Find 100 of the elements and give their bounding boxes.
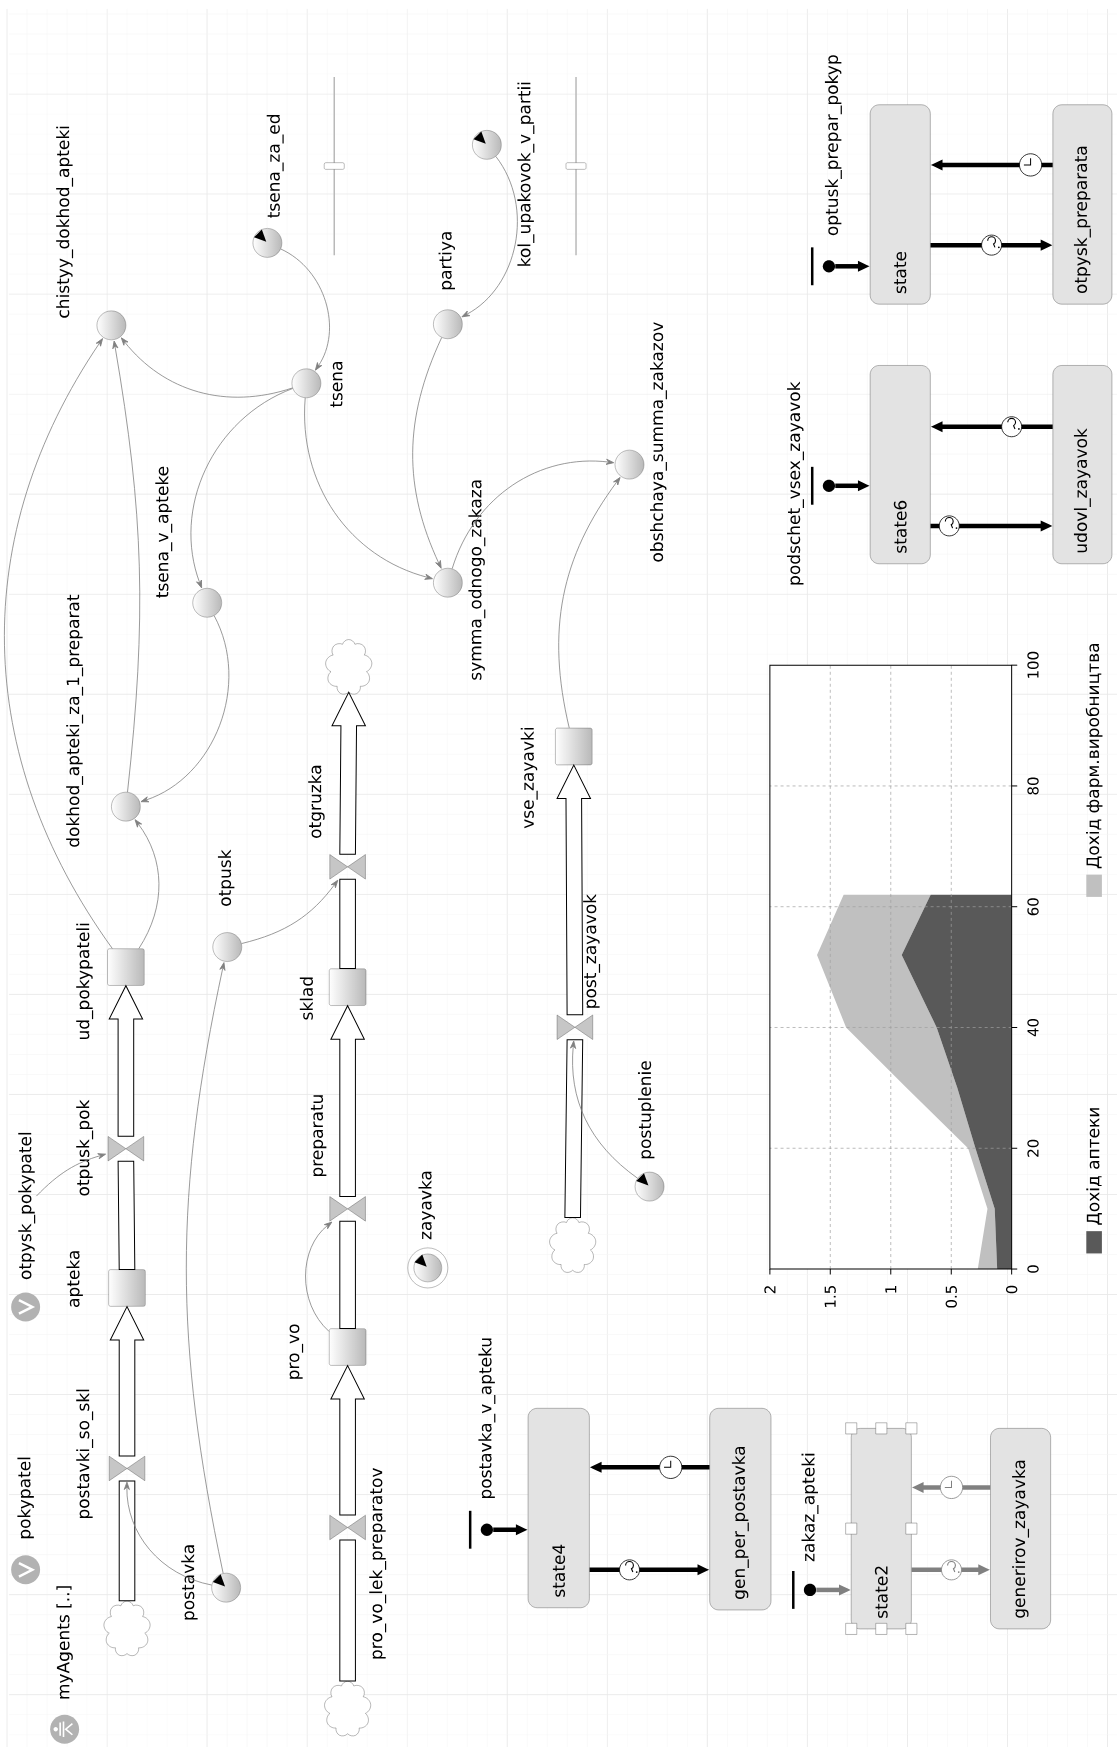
state-box: udovl_zayavok <box>1052 365 1112 564</box>
state-box: state2 <box>850 1428 912 1630</box>
flow-pipe <box>339 878 356 970</box>
node-label: tsena_za_ed <box>266 115 284 218</box>
dependency-arrow <box>569 1040 638 1179</box>
stock-box: ud_pokypateli <box>75 923 145 1040</box>
node-label: partiya <box>438 232 455 290</box>
state-box: state <box>869 104 931 305</box>
flow-pipe <box>117 1160 136 1270</box>
dependency-arrow <box>112 340 140 793</box>
dependency-arrow <box>412 337 442 569</box>
node-label: postuplenie <box>637 1061 655 1159</box>
node-label: preparatu <box>310 1095 327 1177</box>
tick-label: 1 <box>885 1286 896 1293</box>
flow-pipe <box>118 1480 136 1602</box>
dependency-arrow <box>240 879 338 944</box>
node-label: apteka <box>66 1251 83 1307</box>
entry-point: postavka_v_apteku <box>468 1338 496 1549</box>
dependency-arrow <box>3 338 113 949</box>
tick-label: 40 <box>1027 1018 1039 1037</box>
stock-box: pro_vo <box>289 1324 366 1379</box>
cloud-symbol <box>324 1681 371 1737</box>
stock-box: apteka <box>66 1251 146 1307</box>
stock-box: sklad <box>299 968 366 1020</box>
flow-valve: otpusk_pok <box>75 1099 144 1196</box>
dependency-arrow <box>185 962 226 1574</box>
stock-box: vse_zayavki <box>520 727 593 829</box>
cloud-symbol <box>549 1217 596 1273</box>
node-label: obshchaya_summa_zakazov <box>649 322 667 562</box>
dependency-arrow <box>451 458 614 570</box>
node-label: vse_zayavki <box>520 728 538 829</box>
tick-label: 80 <box>1027 777 1039 795</box>
state-box: state4 <box>527 1408 590 1608</box>
node-label: pro_vo <box>289 1324 303 1379</box>
dependency-arrow <box>190 388 293 589</box>
node-label: post_zayavok <box>582 893 600 1008</box>
flow-pipe <box>330 1005 365 1197</box>
node-label: ud_pokypateli <box>75 923 93 1040</box>
node-label: tsena_v_apteke <box>155 466 173 598</box>
state-box: otpysk_preparata <box>1052 104 1112 305</box>
tick-label: 60 <box>1027 898 1039 916</box>
tick-label: 20 <box>1027 1139 1039 1157</box>
node-label: postavka_v_apteku <box>478 1338 496 1499</box>
dependency-arrow <box>304 397 433 580</box>
node-label: dokhod_apteki_za_1_preparat <box>65 594 83 847</box>
dependency-arrow <box>120 337 293 398</box>
node-label: postavka <box>180 1545 198 1620</box>
tick-label: 2 <box>764 1286 776 1294</box>
flow-valve: postavki_so_skl <box>75 1389 145 1519</box>
flow-pipe <box>339 1220 356 1329</box>
state-box: gen_per_postavka <box>709 1408 771 1611</box>
node-label: zayavka <box>418 1171 435 1240</box>
variable-label: otpysk_pokypatel <box>18 1132 35 1280</box>
tick-label: 0 <box>1005 1285 1018 1294</box>
flow-valve: otgruzka <box>307 765 366 880</box>
tick-label: 0.5 <box>945 1286 957 1308</box>
dependency-arrow <box>123 1481 212 1586</box>
state-box: state6 <box>869 365 931 564</box>
tick-label: 100 <box>1027 651 1039 678</box>
flow-valve: post_zayavok <box>556 894 600 1040</box>
node-label: otgruzka <box>307 765 325 838</box>
dependency-arrow <box>461 156 518 318</box>
flow-pipe <box>556 764 591 1016</box>
flow-pipe <box>109 1306 144 1457</box>
state-box: generirov_zayavka <box>990 1428 1051 1630</box>
flow-pipe <box>331 691 366 855</box>
node-label: symma_odnogo_zakaza <box>468 480 486 680</box>
entry-point: zakaz_apteki <box>791 1453 819 1609</box>
dependency-arrow <box>280 248 330 371</box>
dependency-arrow <box>134 819 160 949</box>
node-label: kol_upakovok_v_partii <box>517 82 535 266</box>
tick-label: 1.5 <box>824 1286 836 1307</box>
legend-label: Дохід аптеки <box>1086 1108 1102 1225</box>
label: myAgents [..] <box>56 1586 73 1699</box>
flow-valve: preparatu <box>310 1095 366 1222</box>
node-label: postavki_so_skl <box>75 1389 93 1519</box>
node-label: pro_vo_lek_preparatov <box>368 1468 386 1659</box>
node-label: tsena <box>330 362 343 408</box>
label: pokypatel <box>17 1457 34 1539</box>
node-label: podschet_vsex_zayavok <box>786 381 804 585</box>
dependency-arrow <box>140 615 229 803</box>
flow-pipe <box>108 985 143 1137</box>
legend-label: Дохід фарм.виробництва <box>1085 644 1103 869</box>
node-label: chistyy_dokhod_apteki <box>55 126 73 318</box>
dependency-arrow <box>304 1221 332 1332</box>
flow-pipe <box>339 1539 356 1682</box>
dependency-arrow <box>35 1153 106 1197</box>
flow-pipe <box>564 1039 583 1219</box>
entry-point: podschet_vsex_zayavok <box>786 381 835 585</box>
entry-point: optusk_prepar_pokyp <box>810 55 842 286</box>
node-label: otpusk <box>217 849 235 906</box>
node-label: otpusk_pok <box>75 1099 93 1196</box>
flow-pipe <box>330 1365 365 1516</box>
node-label: zakaz_apteki <box>801 1453 819 1562</box>
node-label: sklad <box>299 977 313 1020</box>
node-label: optusk_prepar_pokyp <box>824 55 842 236</box>
cloud-symbol <box>103 1600 151 1656</box>
flow-valve: pro_vo_lek_preparatov <box>329 1468 386 1659</box>
dependency-arrow <box>558 477 621 729</box>
tick-label: 0 <box>1027 1265 1039 1273</box>
